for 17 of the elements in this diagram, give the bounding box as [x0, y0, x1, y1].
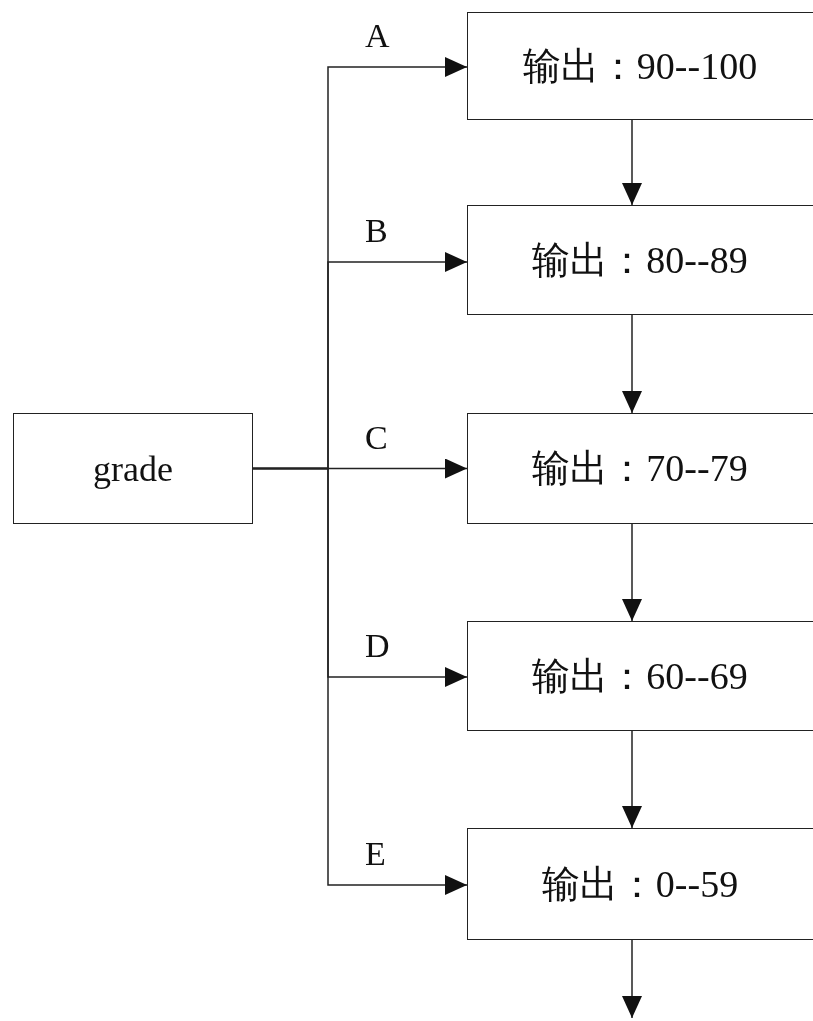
- edge-label: D: [365, 629, 390, 663]
- edge-label: C: [365, 420, 388, 455]
- process-box: 输出：70--79: [467, 413, 813, 524]
- process-box: 输出：0--59: [467, 828, 813, 940]
- process-box: 输出：80--89: [467, 205, 813, 315]
- edge-label: B: [365, 214, 388, 248]
- arrow: [622, 730, 642, 829]
- arrow: [622, 523, 642, 622]
- arrow: [622, 119, 642, 206]
- process-box: 输出：90--100: [467, 12, 813, 120]
- arrow: [622, 314, 642, 414]
- arrow: [622, 939, 642, 1019]
- edge-label: E: [365, 837, 386, 871]
- process-box: 输出：60--69: [467, 621, 813, 731]
- process-box: grade: [13, 413, 253, 524]
- arrow: [252, 467, 468, 895]
- edge-label: A: [365, 19, 390, 53]
